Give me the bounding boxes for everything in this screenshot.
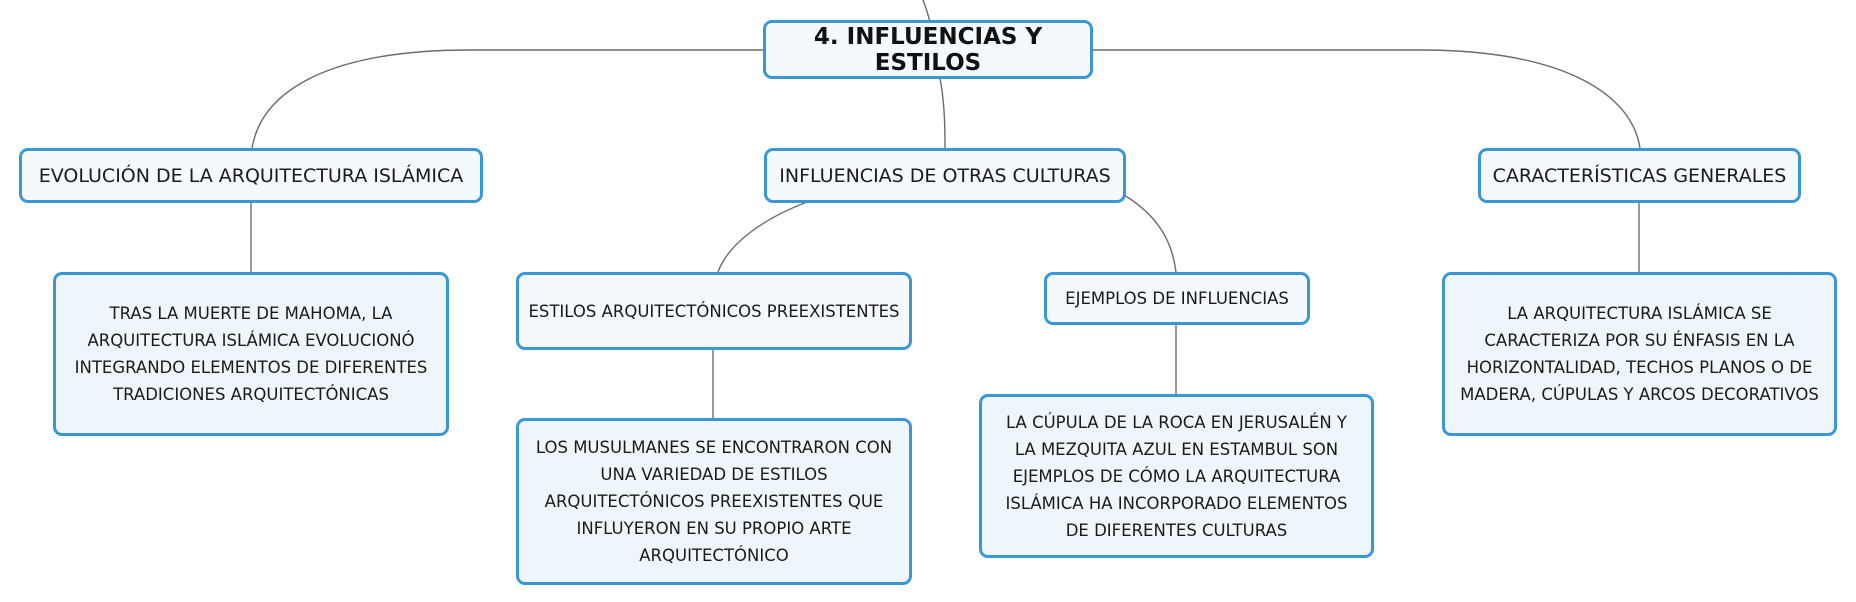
detail-node-estilos[interactable]: LOS MUSULMANES SE ENCONTRARON CON UNA VA… xyxy=(516,418,912,585)
detail-text: LA ARQUITECTURA ISLÁMICA SE CARACTERIZA … xyxy=(1460,304,1819,404)
root-node[interactable]: 4. INFLUENCIAS Y ESTILOS xyxy=(763,20,1093,79)
detail-text: LA CÚPULA DE LA ROCA EN JERUSALÉN Y LA M… xyxy=(1005,412,1348,540)
connector-root-topic-caracteristicas xyxy=(1092,49,1641,149)
detail-text: LOS MUSULMANES SE ENCONTRARON CON UNA VA… xyxy=(535,438,893,565)
subtopic-node-estilos[interactable]: ESTILOS ARQUITECTÓNICOS PREEXISTENTES xyxy=(516,272,912,350)
detail-node-evolucion[interactable]: TRAS LA MUERTE DE MAHOMA, LA ARQUITECTUR… xyxy=(53,272,449,436)
detail-text: TRAS LA MUERTE DE MAHOMA, LA ARQUITECTUR… xyxy=(74,304,428,404)
connector-root-parent xyxy=(922,0,931,23)
connector-root-topic-influencias xyxy=(939,77,946,149)
topic-node-caracteristicas[interactable]: CARACTERÍSTICAS GENERALES xyxy=(1478,148,1801,203)
topic-label: CARACTERÍSTICAS GENERALES xyxy=(1492,164,1787,187)
topic-node-evolucion[interactable]: EVOLUCIÓN DE LA ARQUITECTURA ISLÁMICA xyxy=(19,148,483,203)
topic-node-influencias[interactable]: INFLUENCIAS DE OTRAS CULTURAS xyxy=(764,148,1126,203)
connector-influencias-estilos xyxy=(717,201,808,273)
detail-node-ejemplos[interactable]: LA CÚPULA DE LA ROCA EN JERUSALÉN Y LA M… xyxy=(979,394,1374,558)
connector-influencias-ejemplos xyxy=(1123,194,1177,273)
topic-label: EVOLUCIÓN DE LA ARQUITECTURA ISLÁMICA xyxy=(38,164,464,187)
subtopic-label: EJEMPLOS DE INFLUENCIAS xyxy=(1065,289,1289,308)
connector-root-topic-evolucion xyxy=(251,49,764,149)
detail-node-caracteristicas[interactable]: LA ARQUITECTURA ISLÁMICA SE CARACTERIZA … xyxy=(1442,272,1837,436)
subtopic-node-ejemplos[interactable]: EJEMPLOS DE INFLUENCIAS xyxy=(1044,272,1310,325)
subtopic-label: ESTILOS ARQUITECTÓNICOS PREEXISTENTES xyxy=(528,301,900,321)
topic-label: INFLUENCIAS DE OTRAS CULTURAS xyxy=(779,164,1111,187)
root-label: 4. INFLUENCIAS Y ESTILOS xyxy=(813,23,1043,76)
